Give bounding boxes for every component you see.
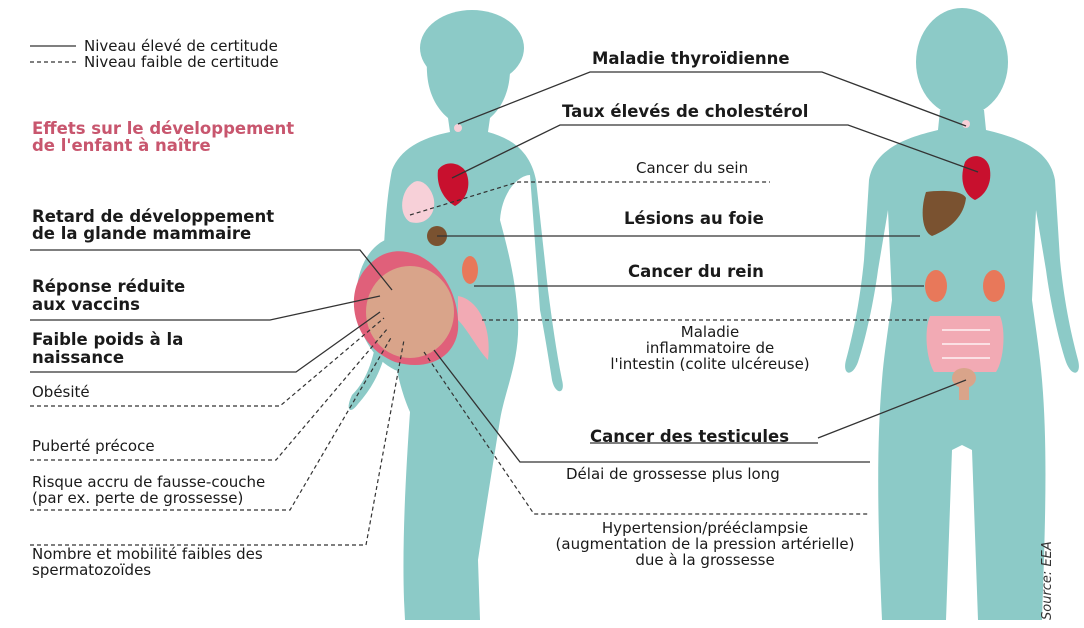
label-cholesterol: Taux élevés de cholestérol <box>562 103 808 121</box>
male-kidney-left <box>925 270 947 302</box>
label-liver: Lésions au foie <box>624 210 764 228</box>
label-mammary: Retard de développement de la glande mam… <box>32 208 274 242</box>
female-kidney <box>462 256 478 284</box>
label-ibd: Maladie inflammatoire de l'intestin (col… <box>580 324 840 372</box>
label-hypertension: Hypertension/prééclampsie (augmentation … <box>510 520 900 568</box>
label-thyroid: Maladie thyroïdienne <box>592 50 790 68</box>
testes <box>959 386 969 400</box>
label-sperm: Nombre et mobilité faibles des spermatoz… <box>32 546 263 578</box>
female-thyroid <box>454 124 462 132</box>
source-note: Source: EEA <box>1040 541 1055 620</box>
label-testicular: Cancer des testicules <box>590 428 789 446</box>
label-pregnancy-delay: Délai de grossesse plus long <box>566 466 780 482</box>
legend-high-label: Niveau élevé de certitude <box>84 38 278 54</box>
label-puberty: Puberté précoce <box>32 438 155 454</box>
legend-low-label: Niveau faible de certitude <box>84 54 279 70</box>
label-birth-weight: Faible poids à la naissance <box>32 331 183 367</box>
label-breast-cancer: Cancer du sein <box>636 160 748 176</box>
prostate <box>952 368 976 388</box>
male-thyroid <box>962 120 970 128</box>
label-kidney: Cancer du rein <box>628 263 764 281</box>
label-vaccines: Réponse réduite aux vaccins <box>32 278 185 314</box>
label-miscarriage: Risque accru de fausse-couche (par ex. p… <box>32 474 265 506</box>
label-obesity: Obésité <box>32 384 90 400</box>
male-kidney-right <box>983 270 1005 302</box>
section-title: Effets sur le développement de l'enfant … <box>32 120 294 154</box>
